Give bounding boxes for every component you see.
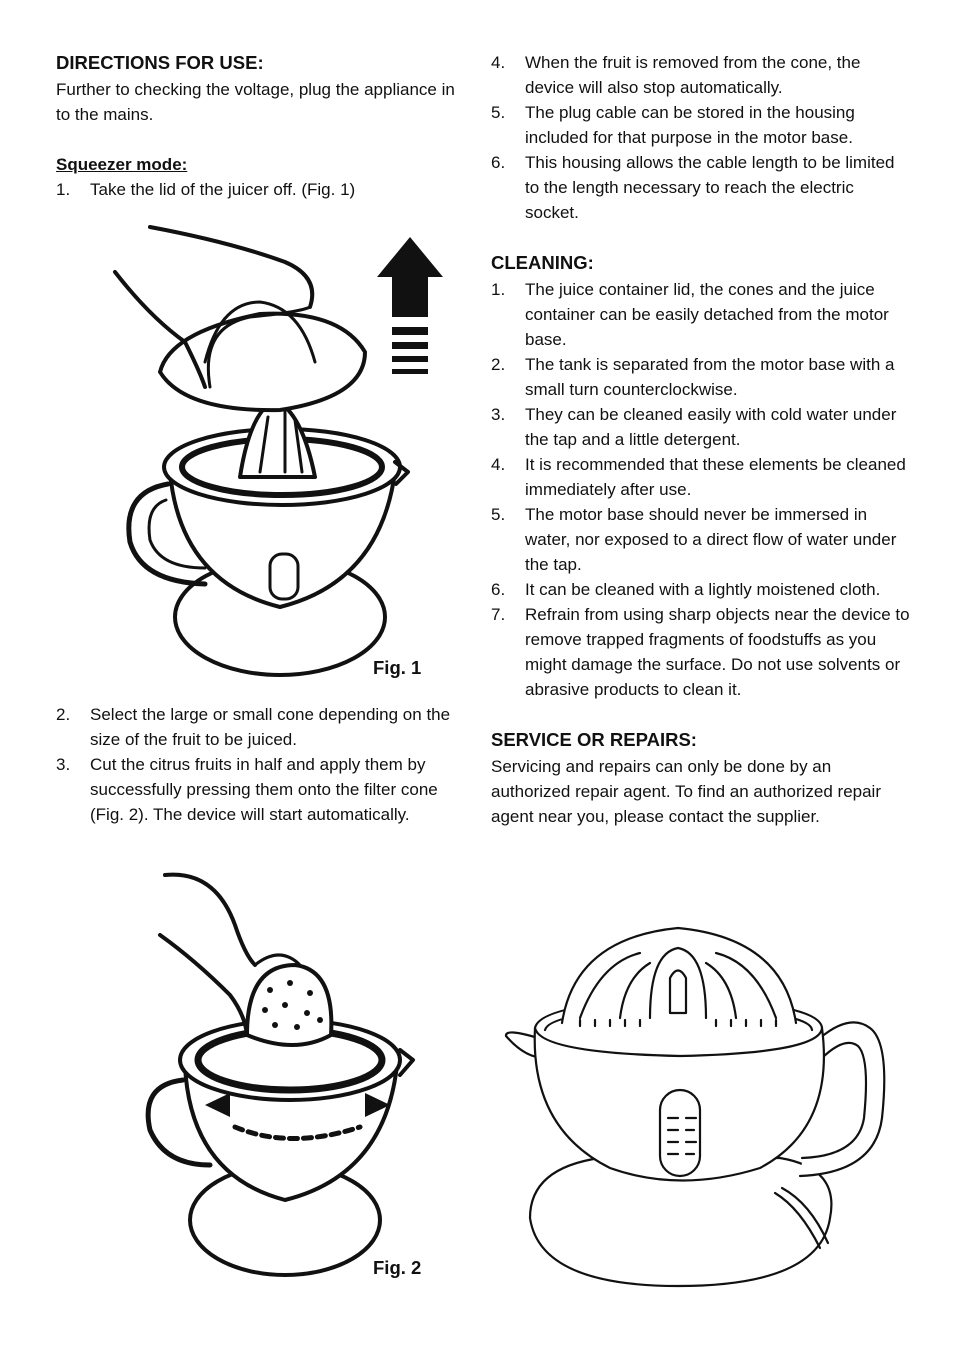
- step-text: They can be cleaned easily with cold wat…: [525, 405, 897, 449]
- cleaning-steps: 1. The juice container lid, the cones an…: [491, 277, 911, 702]
- step-text: When the fruit is removed from the cone,…: [525, 53, 861, 97]
- step-number: 3.: [491, 405, 506, 424]
- fig2-label: Fig. 2: [373, 1257, 422, 1278]
- list-item: 4. When the fruit is removed from the co…: [491, 50, 911, 100]
- step-text: Select the large or small cone depending…: [90, 705, 451, 749]
- step-number: 2.: [491, 355, 506, 374]
- step-number: 1.: [491, 280, 506, 299]
- step-number: 4.: [491, 53, 506, 72]
- step-text: The juice container lid, the cones and t…: [525, 280, 889, 349]
- step-number: 6.: [491, 153, 506, 172]
- list-item: 3. Cut the citrus fruits in half and app…: [56, 752, 456, 827]
- step-text: Refrain from using sharp objects near th…: [525, 605, 910, 699]
- cleaning-heading: CLEANING:: [491, 252, 594, 273]
- directions-heading: DIRECTIONS FOR USE:: [56, 52, 264, 73]
- directions-intro: Further to checking the voltage, plug th…: [56, 80, 455, 124]
- squeezer-mode-subheading: Squeezer mode:: [56, 155, 188, 174]
- step-text: This housing allows the cable length to …: [525, 153, 895, 222]
- list-item: 6. It can be cleaned with a lightly mois…: [491, 577, 911, 602]
- list-item: 3. They can be cleaned easily with cold …: [491, 402, 911, 452]
- step-text: The tank is separated from the motor bas…: [525, 355, 895, 399]
- step-number: 1.: [56, 180, 71, 199]
- list-item: 1. The juice container lid, the cones an…: [491, 277, 911, 352]
- juicer-product-illustration: [504, 926, 886, 1288]
- fig1-illustration: [113, 225, 443, 677]
- step-text: Take the lid of the juicer off. (Fig. 1): [90, 180, 356, 199]
- step-text: The motor base should never be immersed …: [525, 505, 897, 574]
- fig1-label: Fig. 1: [373, 657, 422, 678]
- step-text: It can be cleaned with a lightly moisten…: [525, 580, 881, 599]
- list-item: 2. The tank is separated from the motor …: [491, 352, 911, 402]
- step-number: 5.: [491, 103, 506, 122]
- list-item: 4. It is recommended that these elements…: [491, 452, 911, 502]
- step-text: Cut the citrus fruits in half and apply …: [90, 755, 438, 824]
- squeezer-steps-start: 1. Take the lid of the juicer off. (Fig.…: [56, 177, 456, 202]
- list-item: 5. The motor base should never be immers…: [491, 502, 911, 577]
- right-column: 4. When the fruit is removed from the co…: [491, 50, 911, 829]
- list-item: 7. Refrain from using sharp objects near…: [491, 602, 911, 702]
- step-number: 7.: [491, 605, 506, 624]
- step-number: 2.: [56, 705, 71, 724]
- list-item: 1. Take the lid of the juicer off. (Fig.…: [56, 177, 456, 202]
- list-item: 2. Select the large or small cone depend…: [56, 702, 456, 752]
- squeezer-steps-right: 4. When the fruit is removed from the co…: [491, 50, 911, 225]
- list-item: 5. The plug cable can be stored in the h…: [491, 100, 911, 150]
- step-number: 4.: [491, 455, 506, 474]
- squeezer-steps-continued: 2. Select the large or small cone depend…: [56, 702, 456, 827]
- step-number: 6.: [491, 580, 506, 599]
- service-text: Servicing and repairs can only be done b…: [491, 757, 881, 826]
- step-number: 5.: [491, 505, 506, 524]
- list-item: 6. This housing allows the cable length …: [491, 150, 911, 225]
- service-heading: SERVICE OR REPAIRS:: [491, 729, 697, 750]
- step-number: 3.: [56, 755, 71, 774]
- left-column-continued: 2. Select the large or small cone depend…: [56, 702, 456, 827]
- left-column: DIRECTIONS FOR USE: Further to checking …: [56, 50, 456, 202]
- step-text: The plug cable can be stored in the hous…: [525, 103, 855, 147]
- step-text: It is recommended that these elements be…: [525, 455, 906, 499]
- fig2-illustration: [145, 872, 415, 1277]
